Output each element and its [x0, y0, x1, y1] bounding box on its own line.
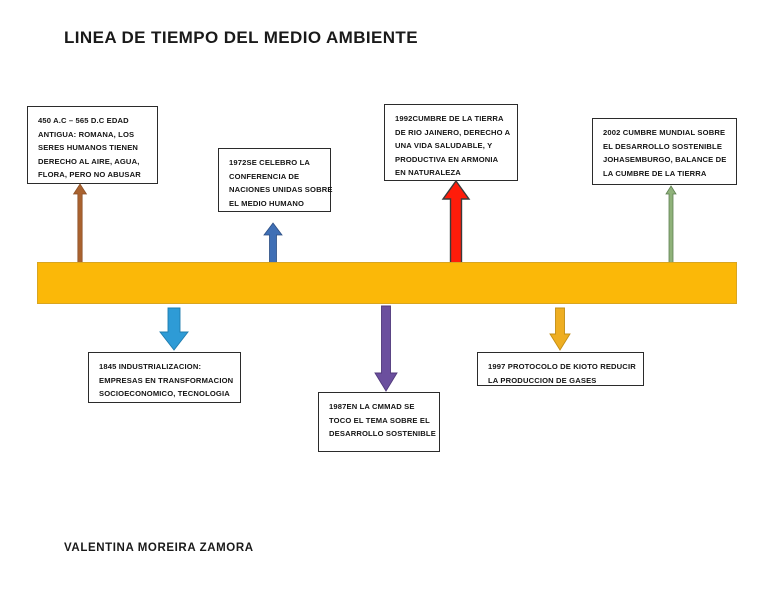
note-line: 1997 PROTOCOLO DE KIOTO REDUCIR	[488, 362, 636, 371]
arrow-down-kioto-1997	[548, 307, 572, 351]
note-line: 1845 INDUSTRIALIZACION:	[99, 362, 202, 371]
note-line: 450 A.C – 565 D.C EDAD	[38, 116, 129, 125]
note-line: DE RIO JAINERO, DERECHO A	[395, 127, 511, 137]
note-line: EMPRESAS EN TRANSFORMACION	[99, 375, 234, 385]
arrow-up-edad-antigua	[72, 183, 88, 265]
arrow-up-cumbre-tierra-1992	[439, 179, 473, 265]
note-line: EN NATURALEZA	[395, 168, 461, 178]
note-line: 1992CUMBRE DE LA TIERRA	[395, 114, 504, 123]
arrow-down-cmmad-1987	[373, 305, 399, 392]
note-line: NACIONES UNIDAS SOBRE	[229, 185, 333, 195]
note-line: DESARROLLO SOSTENIBLE	[329, 429, 436, 439]
note-line: EL MEDIO HUMANO	[229, 198, 305, 208]
arrow-up-johasemburgo-2002	[664, 185, 678, 264]
note-line: DERECHO AL AIRE, AGUA,	[38, 156, 140, 166]
author-name: VALENTINA MOREIRA ZAMORA	[64, 542, 254, 554]
note-line: UNA VIDA SALUDABLE, Y	[395, 141, 493, 151]
arrow-down-industrializacion-1845	[158, 307, 190, 351]
note-line: LA PRODUCCION DE GASES	[488, 375, 597, 385]
note-line: TOCO EL TEMA SOBRE EL	[329, 415, 430, 425]
note-line: EL DESARROLLO SOSTENIBLE	[603, 141, 723, 151]
note-box-cumbre-tierra-1992: 1992CUMBRE DE LA TIERRA DE RIO JAINERO, …	[384, 104, 518, 181]
note-line: 2002 CUMBRE MUNDIAL SOBRE	[603, 128, 726, 137]
note-line: SERES HUMANOS TIENEN	[38, 143, 139, 153]
note-box-edad-antigua: 450 A.C – 565 D.C EDAD ANTIGUA: ROMANA, …	[27, 106, 158, 184]
note-box-conferencia-1972: 1972SE CELEBRO LA CONFERENCIA DE NACIONE…	[218, 148, 333, 212]
note-line: PRODUCTIVA EN ARMONIA	[395, 154, 499, 164]
note-box-kioto-1997: 1997 PROTOCOLO DE KIOTO REDUCIR LA PRODU…	[477, 352, 644, 386]
note-box-johasemburgo-2002: 2002 CUMBRE MUNDIAL SOBRE EL DESARROLLO …	[592, 118, 737, 185]
arrow-up-conferencia-1972	[262, 222, 284, 264]
note-line: SOCIOECONOMICO, TECNOLOGIA	[99, 389, 230, 399]
note-line: 1972SE CELEBRO LA	[229, 158, 311, 167]
note-box-cmmad-1987: 1987EN LA CMMAD SE TOCO EL TEMA SOBRE EL…	[318, 392, 440, 452]
note-line: CONFERENCIA DE	[229, 171, 300, 181]
timeline-bar	[37, 262, 737, 304]
page-title: LINEA DE TIEMPO DEL MEDIO AMBIENTE	[64, 28, 418, 47]
note-line: JOHASEMBURGO, BALANCE DE	[603, 155, 727, 165]
note-line: 1987EN LA CMMAD SE	[329, 402, 415, 411]
note-line: FLORA, PERO NO ABUSAR	[38, 170, 141, 180]
note-line: ANTIGUA: ROMANA, LOS	[38, 129, 135, 139]
note-line: LA CUMBRE DE LA TIERRA	[603, 168, 707, 178]
note-box-industrializacion-1845: 1845 INDUSTRIALIZACION: EMPRESAS EN TRAN…	[88, 352, 241, 403]
